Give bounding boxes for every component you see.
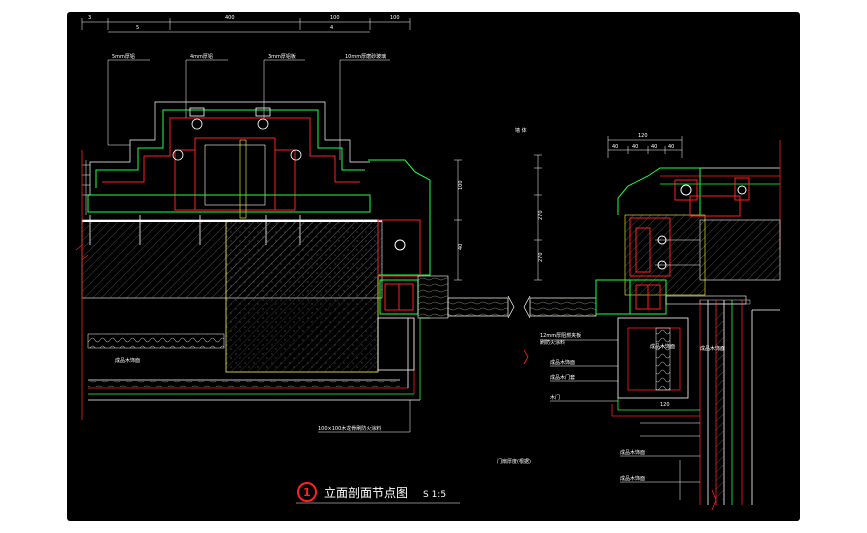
break-symbol <box>75 244 89 261</box>
callout-leaders <box>107 59 390 160</box>
dim-r-2: 40 <box>612 144 618 150</box>
door-leaf <box>447 295 597 319</box>
right-label-4: 成品木饰面 <box>650 343 675 350</box>
callout-mid: 墙 体 <box>515 127 527 134</box>
right-mid-label: 门扇厚度(根据) <box>497 458 531 465</box>
left-insulation-label: 成品木饰面 <box>115 357 140 364</box>
drawing-scale: S 1:5 <box>423 490 446 500</box>
dim-v-4: 270 <box>538 252 544 262</box>
dim-top-1: 3 <box>88 15 91 21</box>
center-vertical-dims <box>454 154 542 281</box>
dim-top-6: 4 <box>330 25 333 31</box>
left-vertical-dims <box>82 160 90 215</box>
callout-3: 3mm厚铝板 <box>268 53 296 60</box>
right-lower-wall <box>611 300 780 505</box>
right-label-9: 成品木饰面 <box>620 475 645 482</box>
right-floor <box>699 299 751 305</box>
right-top-dims <box>607 136 683 158</box>
dim-v-2: 40 <box>458 244 464 250</box>
cornice-profile <box>89 101 370 219</box>
right-column <box>624 214 706 296</box>
right-label-5: 成品木门套 <box>550 374 575 381</box>
aluminium-strip <box>87 194 371 213</box>
dim-top-4: 100 <box>390 15 400 21</box>
right-leaders <box>540 339 700 483</box>
dim-r-3: 40 <box>632 144 638 150</box>
right-break-symbol <box>711 489 717 511</box>
callout-4: 10mm厚磨砂玻璃 <box>345 53 386 60</box>
right-label-6: 木门 <box>550 394 560 401</box>
right-cornice <box>617 167 750 217</box>
right-label-8: 成品木饰面 <box>620 449 645 456</box>
dim-r-5: 40 <box>668 144 674 150</box>
right-jamb <box>595 217 747 315</box>
callout-1: 5mm厚铝 <box>112 53 135 60</box>
right-label-7: 成品木饰面 <box>700 345 725 352</box>
callout-2: 4mm厚铝 <box>190 53 213 60</box>
insulation-band <box>87 333 225 349</box>
mid-break-symbol <box>523 349 529 365</box>
dim-top-5: 5 <box>136 25 139 31</box>
dim-v-3: 270 <box>538 210 544 220</box>
dim-r-4: 40 <box>651 144 657 150</box>
dim-top-3: 100 <box>330 15 340 21</box>
slab-top <box>82 220 382 222</box>
right-label-3: 成品木饰面 <box>550 359 575 366</box>
door-frame-left <box>368 159 449 319</box>
dim-top-2: 400 <box>225 15 235 21</box>
top-dimension-chain <box>81 18 411 33</box>
right-label-2: 刷防火涂料 <box>540 339 565 346</box>
right-concrete <box>699 219 781 281</box>
column-hatch <box>226 220 378 372</box>
wood-layer <box>88 381 400 387</box>
dim-r-1: 120 <box>638 133 648 139</box>
right-mid-dim: 120 <box>660 402 670 408</box>
detail-number-circle <box>297 482 317 502</box>
left-bottom-label: 100×100木龙骨刷防火涂料 <box>318 425 381 432</box>
drawing-title: 立面剖面节点图 <box>324 485 408 500</box>
detail-number: 1 <box>303 486 311 499</box>
right-label-1: 12mm厚阻燃夹板 <box>540 332 581 339</box>
dim-v-1: 100 <box>458 180 464 190</box>
right-wall-hatch <box>716 310 724 500</box>
